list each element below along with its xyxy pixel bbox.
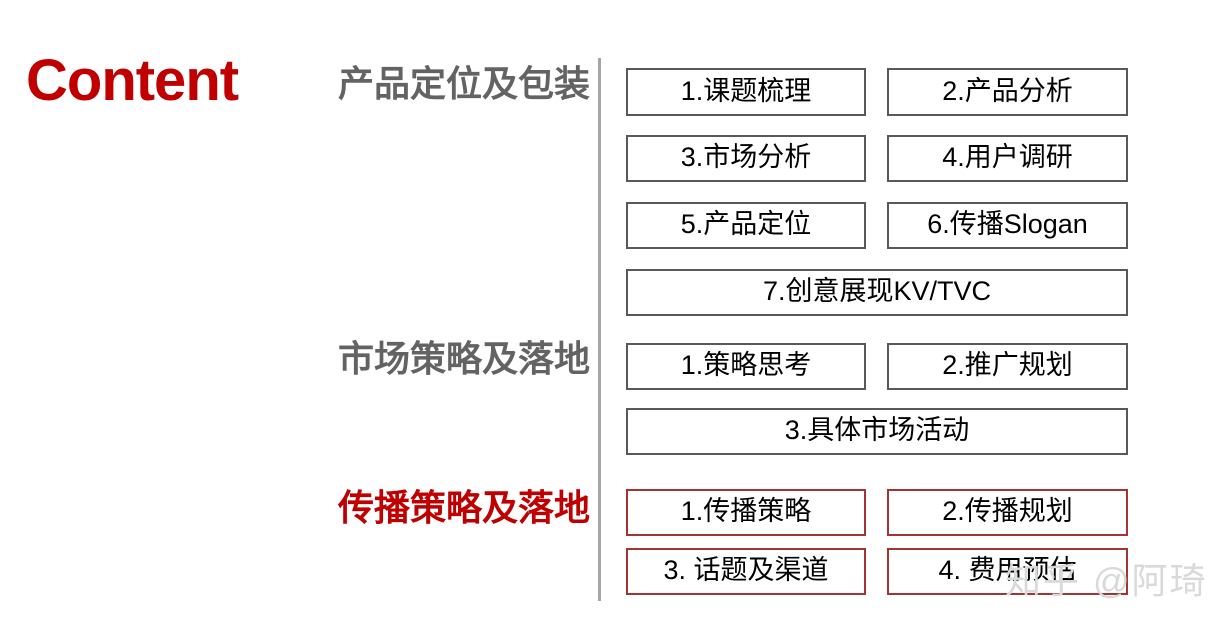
agenda-item-box-wide[interactable]: 3.具体市场活动: [626, 408, 1128, 455]
agenda-item-label: 5.产品定位: [680, 209, 812, 239]
agenda-item-box-highlighted[interactable]: 4. 费用预估: [887, 548, 1128, 595]
agenda-item-label: 4. 费用预估: [938, 555, 1077, 585]
agenda-item-box-highlighted[interactable]: 3. 话题及渠道: [626, 548, 866, 595]
section-label-product-positioning: 产品定位及包装: [337, 63, 590, 104]
section-label-communication-strategy: 传播策略及落地: [337, 487, 590, 528]
agenda-item-box[interactable]: 4.用户调研: [887, 135, 1128, 182]
agenda-item-label: 2.产品分析: [942, 75, 1073, 106]
agenda-item-box[interactable]: 1.策略思考: [626, 343, 866, 390]
vertical-divider: [598, 58, 601, 601]
agenda-item-box[interactable]: 5.产品定位: [626, 202, 866, 249]
agenda-item-box-highlighted[interactable]: 2.传播规划: [887, 489, 1128, 536]
agenda-item-box[interactable]: 6.传播Slogan: [887, 202, 1128, 249]
agenda-item-label: 2.推广规划: [942, 350, 1073, 380]
agenda-item-label: 3.市场分析: [680, 142, 812, 172]
agenda-item-label: 3. 话题及渠道: [663, 555, 829, 585]
agenda-item-box[interactable]: 2.推广规划: [887, 343, 1128, 390]
agenda-item-label: 3.具体市场活动: [784, 415, 970, 445]
agenda-item-box-wide[interactable]: 7.创意展现KV/TVC: [626, 269, 1128, 316]
agenda-item-label: 4.用户调研: [942, 142, 1073, 172]
section-label-market-strategy: 市场策略及落地: [337, 338, 590, 379]
agenda-item-label: 6.传播Slogan: [927, 209, 1088, 239]
agenda-item-box[interactable]: 1.课题梳理: [626, 68, 866, 116]
agenda-item-label: 2.传播规划: [942, 496, 1073, 526]
page-title: Content: [26, 48, 239, 113]
section-label-column: 产品定位及包装 市场策略及落地 传播策略及落地: [310, 0, 590, 643]
agenda-item-label: 7.创意展现KV/TVC: [762, 276, 992, 306]
agenda-item-box[interactable]: 3.市场分析: [626, 135, 866, 182]
agenda-item-box-highlighted[interactable]: 1.传播策略: [626, 489, 866, 536]
agenda-item-box[interactable]: 2.产品分析: [887, 68, 1128, 116]
agenda-item-label: 1.课题梳理: [680, 75, 812, 106]
agenda-item-label: 1.传播策略: [680, 496, 812, 526]
agenda-item-label: 1.策略思考: [680, 350, 812, 380]
